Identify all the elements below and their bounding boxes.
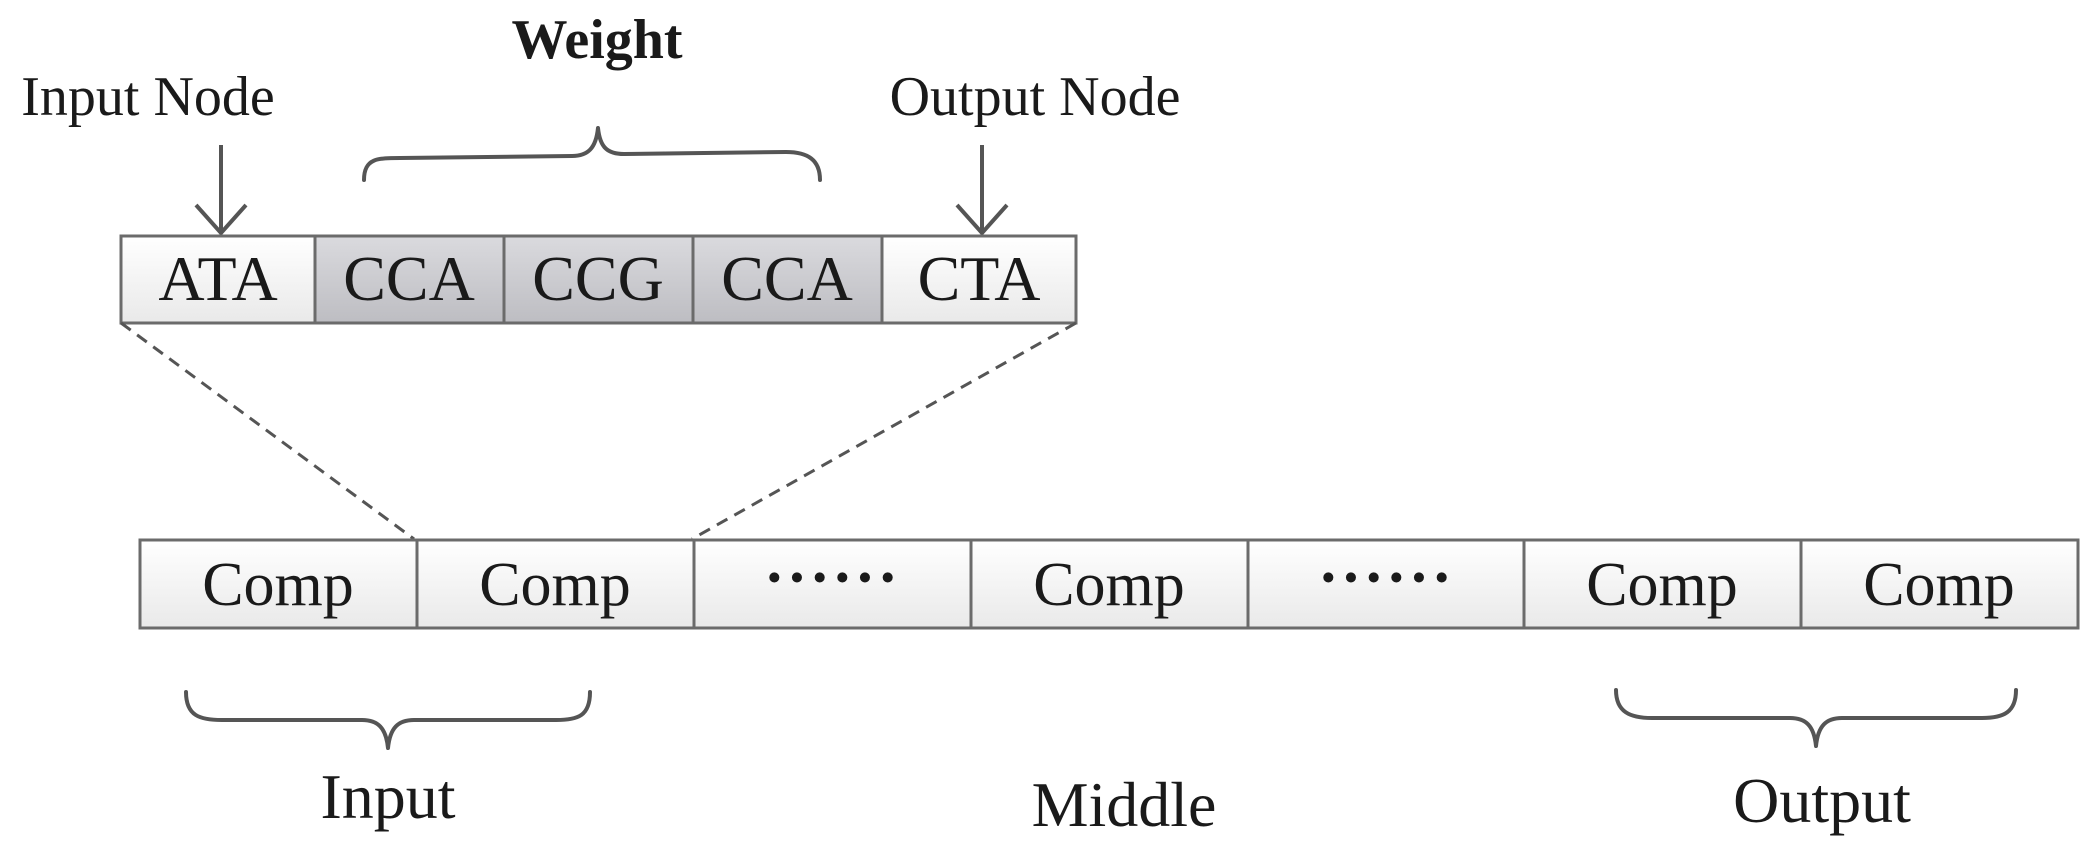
codon-box-4: [691, 234, 884, 325]
component-box-3: [692, 538, 973, 630]
component-text-6: Comp: [1586, 551, 1738, 619]
component-ellipsis-2: ······: [1318, 544, 1454, 612]
component-text-4: Comp: [1033, 551, 1185, 619]
input-group-label: Input: [320, 761, 455, 832]
output-node-arrow: [955, 145, 1009, 237]
codon-strip: ATA CCA CCG CCA CTA: [119, 234, 1078, 325]
codon-text-5: CTA: [918, 243, 1041, 314]
codon-text-3: CCG: [532, 243, 664, 314]
codon-box-2: [313, 234, 506, 325]
codon-text-2: CCA: [343, 243, 475, 314]
weight-label: Weight: [511, 9, 682, 71]
component-box-4: [969, 538, 1250, 630]
input-node-arrow: [194, 145, 248, 237]
middle-group-label: Middle: [1032, 769, 1217, 840]
zoom-line-right: [691, 321, 1077, 541]
weight-brace: [362, 126, 822, 182]
output-group-label: Output: [1733, 765, 1911, 836]
input-brace: [184, 690, 592, 750]
component-ellipsis-1: ······: [764, 544, 900, 612]
zoom-line-left: [120, 321, 415, 541]
codon-text-4: CCA: [721, 243, 853, 314]
output-brace: [1614, 688, 2018, 748]
input-node-label: Input Node: [21, 66, 275, 128]
component-text-7: Comp: [1863, 551, 2015, 619]
codon-text-1: ATA: [158, 243, 277, 314]
component-box-5: [1246, 538, 1526, 630]
component-box-1: [138, 538, 419, 630]
component-strip: Comp Comp ······ Comp ······ Comp Comp: [138, 538, 2080, 630]
codon-box-5: [880, 234, 1078, 325]
component-box-2: [415, 538, 696, 630]
component-text-1: Comp: [202, 551, 354, 619]
component-box-7: [1799, 538, 2080, 630]
component-box-6: [1522, 538, 1803, 630]
codon-box-3: [502, 234, 695, 325]
component-text-2: Comp: [479, 551, 631, 619]
output-node-label: Output Node: [890, 66, 1181, 128]
